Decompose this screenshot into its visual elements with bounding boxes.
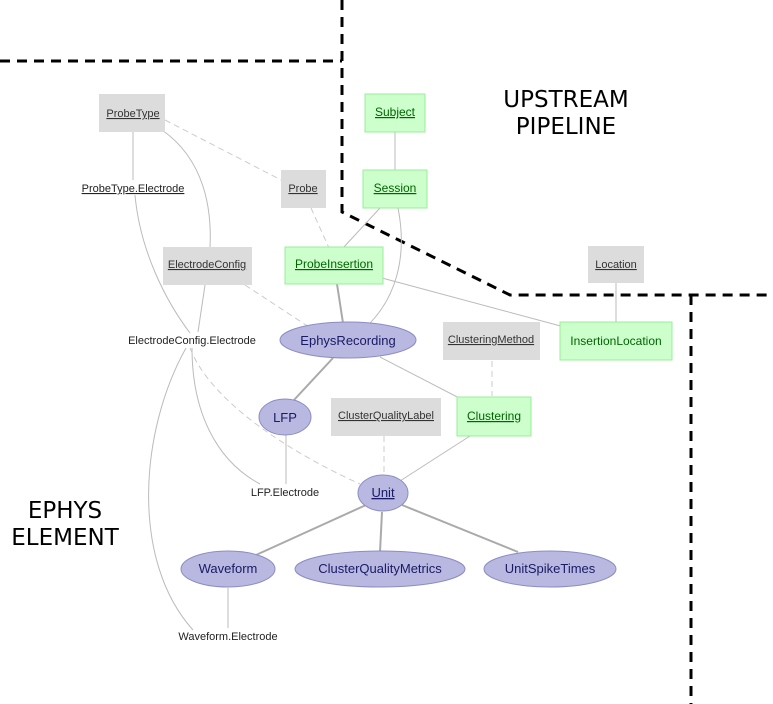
node-insertion-location-label: InsertionLocation: [570, 334, 661, 348]
node-probe-type[interactable]: ProbeType: [99, 94, 165, 132]
node-waveform-label: Waveform: [199, 561, 258, 576]
node-unit[interactable]: Unit: [357, 474, 409, 512]
node-probe-type-label: ProbeType: [106, 108, 159, 120]
edge-ephysrecording-lfp: [293, 357, 334, 401]
edge-probetypeelectrode-electrodeconfigelectrode: [134, 194, 191, 334]
edge-unit-unitspiketimes: [401, 504, 519, 553]
node-clustering[interactable]: Clustering: [456, 396, 532, 437]
upstream-pipeline-label: UPSTREAM PIPELINE: [503, 87, 628, 140]
node-session[interactable]: Session: [362, 169, 428, 209]
node-probe-type-electrode[interactable]: ProbeType.Electrode: [82, 183, 185, 195]
node-waveform[interactable]: Waveform: [180, 550, 276, 588]
node-cluster-quality-label[interactable]: ClusterQualityLabel: [331, 398, 441, 436]
node-ephys-recording-label: EphysRecording: [300, 333, 395, 348]
node-probe-label: Probe: [288, 183, 317, 195]
edge-electrodeconfig-ephysrecording: [244, 284, 313, 330]
ephys-label-line-2: ELEMENT: [11, 525, 119, 551]
ephys-label-line-1: EPHYS: [28, 498, 102, 524]
node-ephys-recording[interactable]: EphysRecording: [279, 321, 417, 359]
node-clustering-label: Clustering: [467, 409, 521, 423]
edge-electrodeconfigelectrode-waveformelectrode: [148, 347, 194, 631]
node-probe-insertion[interactable]: ProbeInsertion: [284, 246, 384, 285]
edge-electrodeconfigelectrode-lfpelectrode: [191, 347, 261, 485]
node-location-label: Location: [595, 259, 637, 271]
edge-session-probeinsertion: [342, 207, 381, 249]
node-lfp-electrode[interactable]: LFP.Electrode: [251, 487, 319, 499]
edge-probetype-probe: [164, 119, 284, 182]
edge-unit-waveform: [255, 504, 367, 556]
node-unit-label: Unit: [371, 485, 395, 500]
upstream-label-line-2: PIPELINE: [516, 114, 616, 140]
node-unit-spike-times[interactable]: UnitSpikeTimes: [483, 550, 617, 588]
edge-probeinsertion-insertionlocation: [381, 277, 569, 329]
node-probe[interactable]: Probe: [281, 170, 326, 208]
edge-electrodeconfig-electrodeconfigelectrode: [197, 284, 206, 333]
edge-electrodeconfigelectrode-unit: [189, 347, 361, 485]
node-unit-spike-times-label: UnitSpikeTimes: [505, 561, 596, 576]
upstream-boundary: [340, 0, 773, 297]
ephys-element-label: EPHYS ELEMENT: [11, 498, 119, 551]
edge-probe-probeinsertion: [310, 207, 330, 249]
node-electrode-config-electrode[interactable]: ElectrodeConfig.Electrode: [128, 335, 256, 347]
node-insertion-location[interactable]: InsertionLocation: [559, 321, 673, 361]
edge-probetype-electrodeconfig: [161, 129, 211, 249]
edge-probeinsertion-ephysrecording: [336, 283, 344, 324]
node-location[interactable]: Location: [588, 246, 644, 283]
node-lfp[interactable]: LFP: [258, 398, 312, 436]
edges: [132, 119, 617, 631]
node-session-label: Session: [374, 181, 417, 195]
node-cluster-quality-metrics-label: ClusterQualityMetrics: [318, 561, 442, 576]
node-subject[interactable]: Subject: [364, 93, 426, 133]
node-waveform-electrode[interactable]: Waveform.Electrode: [178, 631, 277, 643]
node-cluster-quality-metrics[interactable]: ClusterQualityMetrics: [294, 550, 466, 588]
edge-session-ephysrecording: [365, 207, 402, 328]
node-electrode-config-label: ElectrodeConfig: [168, 259, 246, 271]
node-clustering-method-label: ClusteringMethod: [448, 334, 534, 346]
node-lfp-label: LFP: [273, 410, 297, 425]
upstream-label-line-1: UPSTREAM: [503, 87, 628, 113]
edge-clustering-unit: [399, 435, 471, 482]
edge-ephysrecording-clustering: [379, 356, 466, 402]
node-probe-insertion-label: ProbeInsertion: [295, 257, 373, 271]
node-subject-label: Subject: [375, 105, 416, 119]
node-cluster-quality-label-label: ClusterQualityLabel: [338, 410, 434, 422]
edge-unit-clusterqualitymetrics: [379, 511, 383, 553]
node-electrode-config[interactable]: ElectrodeConfig: [163, 247, 252, 285]
node-clustering-method[interactable]: ClusteringMethod: [443, 322, 540, 360]
